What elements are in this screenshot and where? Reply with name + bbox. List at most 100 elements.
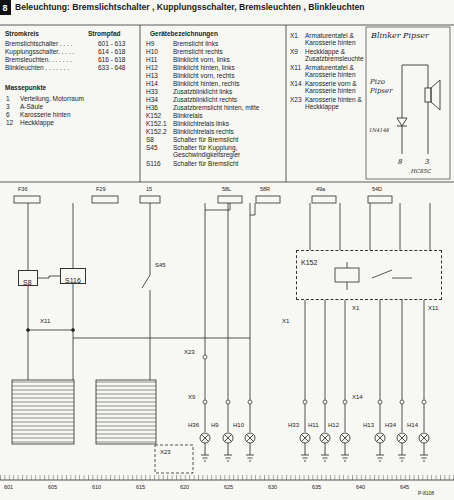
schematic-label: 58R	[260, 186, 270, 192]
table-text: H12	[146, 64, 158, 71]
schematic-label: X11	[428, 305, 438, 312]
table-frame	[0, 25, 454, 182]
schematic-label: 54D	[372, 186, 382, 192]
schematic-label: 610	[92, 484, 101, 490]
table-text: Blinklichtrelais rechts	[173, 128, 234, 135]
table-text: Heckklappe & Zusatzbremsleuchte	[305, 48, 363, 63]
table-text: X9	[290, 48, 298, 55]
table-text: K152.2	[146, 128, 167, 135]
table-text: K152	[146, 112, 161, 119]
table-text: X23	[290, 96, 302, 103]
schematic-label: 605	[48, 484, 57, 490]
schematic-label: H13	[363, 422, 374, 429]
schematic-label: X1	[352, 305, 359, 312]
table-text: H11	[146, 56, 157, 63]
schematic-label: P-8108	[418, 491, 434, 497]
schematic-label: H34	[385, 422, 396, 429]
table-text: 12	[6, 119, 13, 126]
table-text: Schalter für Kupplung, Geschwindigkeitsr…	[173, 144, 281, 159]
table-text: Zusatzbremslicht hinten, mitte	[173, 104, 259, 111]
table-text: Kupplungsschalter. . . . .	[5, 48, 74, 55]
table-text: H33	[146, 88, 158, 95]
table-text: Bremsleuchten. . . . . . .	[5, 56, 72, 63]
schematic-label: 625	[224, 484, 233, 490]
connector-pins	[27, 329, 427, 405]
table-text: X1	[290, 32, 298, 39]
table-text: 1	[6, 95, 10, 102]
table-text: Karosserie hinten	[20, 111, 71, 118]
table-text: Bremslicht rechts	[173, 48, 223, 55]
handwritten-note: 8	[398, 158, 402, 166]
page-number-tab	[0, 0, 11, 15]
schematic-label: X23	[184, 349, 195, 356]
table-text: K152.1	[146, 120, 167, 127]
schematic-label: X23	[160, 449, 171, 456]
table-text: X11	[290, 64, 301, 71]
schematic-label: 645	[400, 484, 409, 490]
table-text: H9	[146, 40, 154, 47]
path-ruler	[0, 475, 454, 480]
device-code: S8	[19, 276, 36, 290]
handwritten-note: HC85C	[411, 168, 431, 174]
table-text: Karosserie vorn & Karosserie hinten	[305, 80, 363, 95]
handwritten-note: Pizo	[370, 78, 385, 86]
schematic-label: 58L	[222, 186, 231, 192]
handwritten-note: Blinker Pipser	[371, 31, 429, 40]
schematic-label: 615	[136, 484, 145, 490]
schematic-label: X14	[352, 394, 363, 401]
schematic-label: H9	[211, 422, 219, 429]
table-text: H34	[146, 96, 158, 103]
table-text: Armaturentafel & Karosserie hinten	[305, 64, 363, 79]
schematic-label: X11	[40, 318, 50, 325]
table-text: Bremslicht links	[173, 40, 218, 47]
table-text: Schalter für Bremslicht	[173, 160, 238, 167]
lamp-symbols	[200, 433, 429, 461]
table-text: Bremslichtschalter . . . .	[5, 40, 73, 47]
table-text: Armaturentafel & Karosserie hinten	[305, 32, 363, 47]
switch-box: S8	[18, 270, 38, 286]
table-text: 633 - 648	[98, 64, 125, 71]
table-text: Zusatzblinklicht links	[173, 88, 232, 95]
table-text: Blinklicht vorn, links	[173, 56, 230, 63]
table-text: Blinklicht hinten, rechts	[173, 80, 239, 87]
table-text: Gerätebezeichnungen	[150, 30, 218, 37]
schematic-label: H11	[308, 422, 319, 429]
table-text: Verteilung, Motorraum	[20, 95, 84, 102]
schematic-label: 49a	[316, 186, 325, 192]
device-code: K152	[297, 256, 321, 270]
schematic-label: F36	[18, 186, 27, 192]
table-text: H36	[146, 104, 158, 111]
table-text: H10	[146, 48, 158, 55]
handwritten-note: 1N4148	[369, 128, 389, 134]
table-text: X14	[290, 80, 302, 87]
wiring	[0, 196, 454, 480]
table-text: Strompfad	[88, 30, 121, 37]
schematic-label: X1	[282, 318, 289, 325]
schematic-label: H10	[233, 422, 244, 429]
table-text: A-Säule	[20, 103, 43, 110]
table-text: 616 - 618	[98, 56, 125, 63]
schematic-label: H12	[328, 422, 339, 429]
table-text: H13	[146, 72, 158, 79]
schematic-label: H36	[188, 422, 199, 429]
title: Beleuchtung: Bremslichtschalter , Kupplu…	[15, 3, 365, 13]
handwritten-note: 3	[425, 158, 429, 166]
table-text: Blinkleuchten . . . . . . .	[5, 64, 69, 71]
schematic-label: 601	[4, 484, 13, 490]
schematic-label: H14	[407, 422, 418, 429]
handwritten-note: Pipser	[370, 87, 393, 95]
table-text: Blinklicht hinten, links	[173, 64, 235, 71]
table-text: Zusatzblinklicht rechts	[173, 96, 237, 103]
table-text: S8	[146, 136, 154, 143]
handwritten-circuit	[397, 65, 440, 154]
schematic-label: 635	[312, 484, 321, 490]
table-text: S116	[146, 160, 161, 167]
device-code: S116	[61, 274, 85, 288]
table-text: Massepunkte	[5, 84, 46, 91]
table-text: 3	[6, 103, 10, 110]
schematic-label: S45	[155, 262, 166, 269]
table-text: 6	[6, 111, 10, 118]
table-text: S45	[146, 144, 158, 151]
schematic-label: 640	[356, 484, 365, 490]
table-text: Blinklicht vorn, rechts	[173, 72, 234, 79]
